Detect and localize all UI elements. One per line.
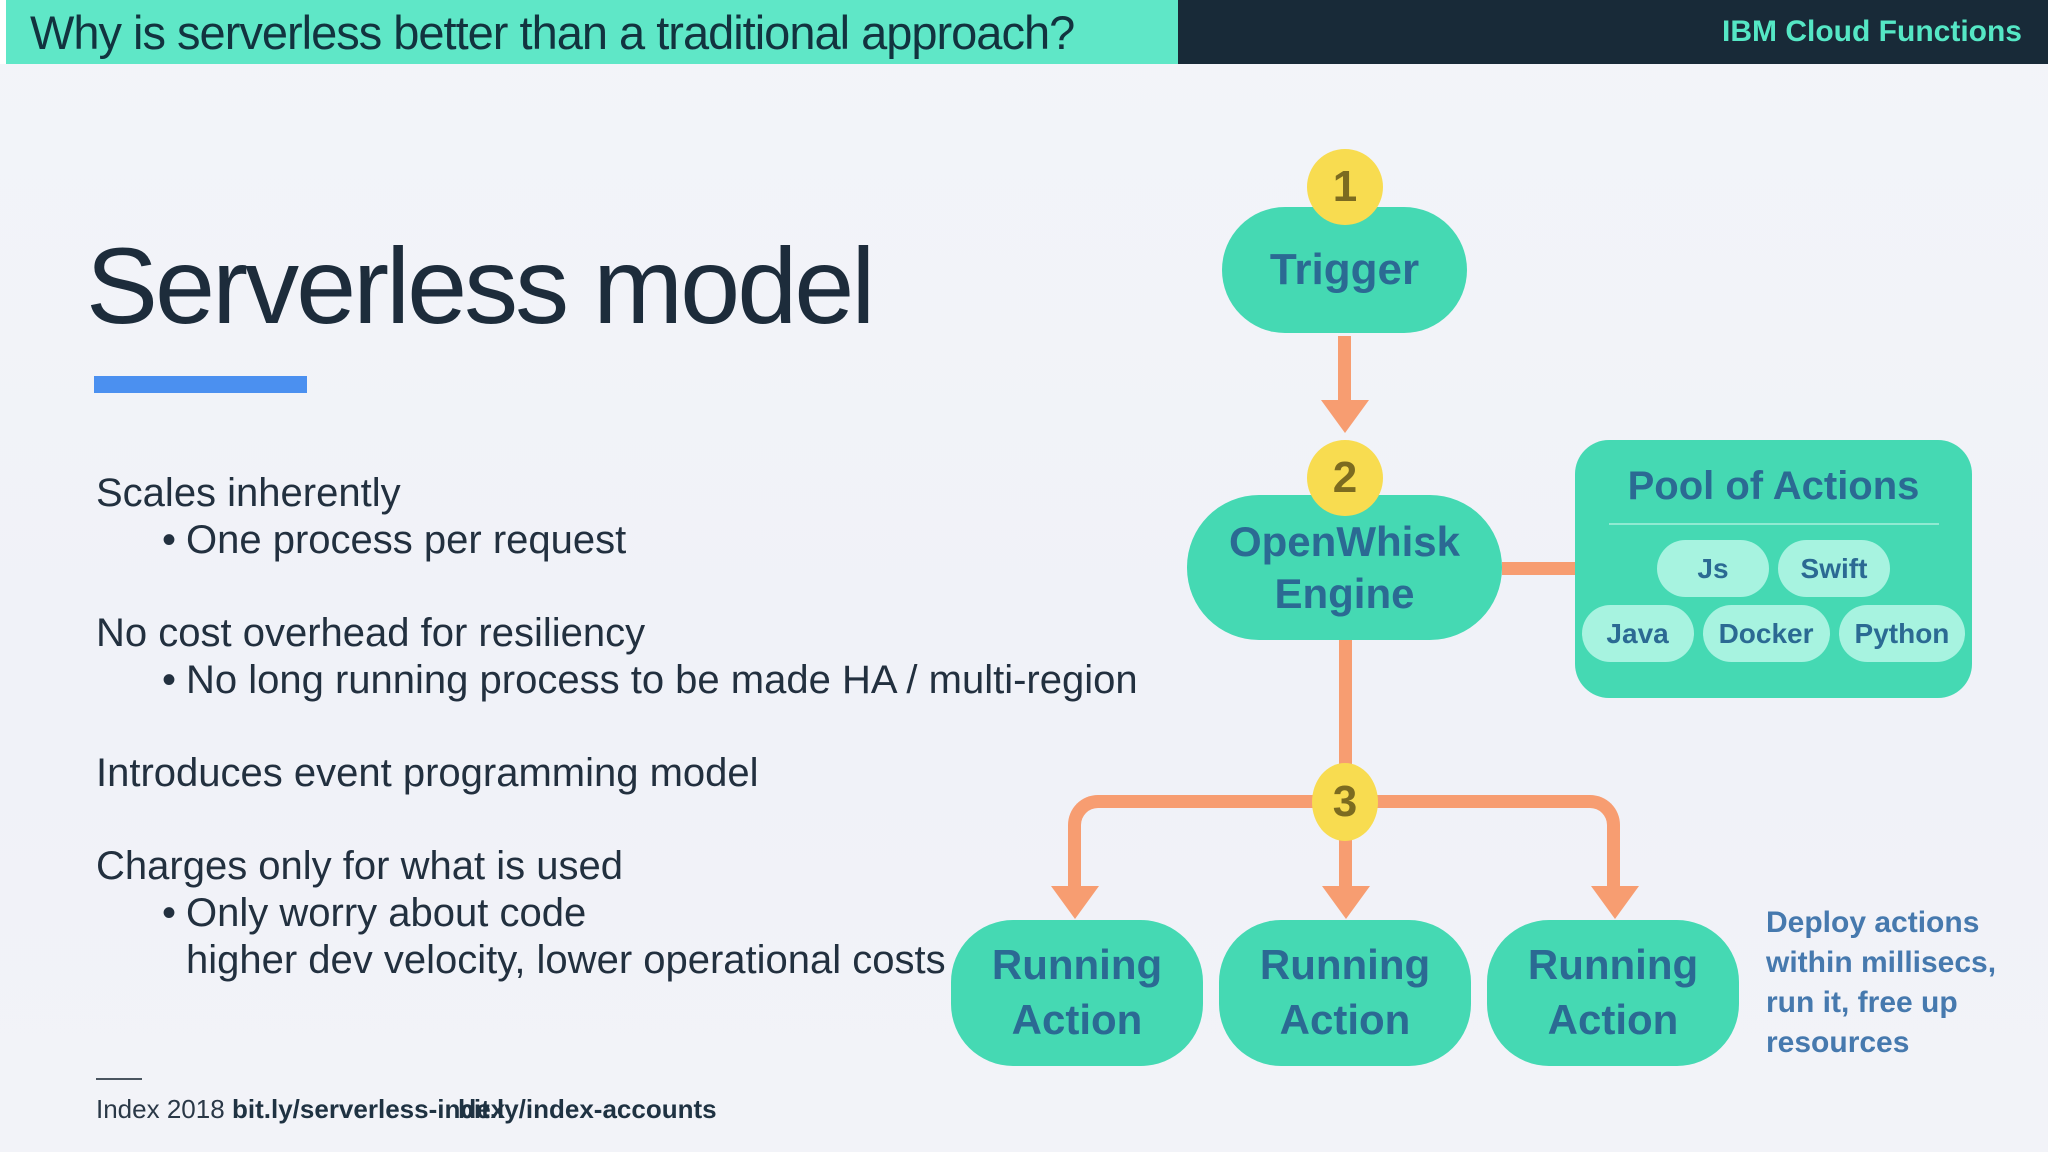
deploy-note-line: resources [1766, 1026, 1910, 1059]
bullet-item: • One process per request [96, 517, 1156, 564]
bullet-item: • Only worry about code [96, 890, 1156, 937]
openwhisk-engine-node: OpenWhisk Engine [1187, 495, 1502, 640]
connector-engine-to-pool [1502, 562, 1578, 575]
point-group: Charges only for what is used • Only wor… [96, 843, 1156, 984]
running-label-line1: Running [991, 941, 1163, 989]
trigger-node: Trigger [1222, 207, 1467, 333]
point-group: Introduces event programming model [96, 750, 1156, 797]
pool-pill-java: Java [1581, 605, 1694, 662]
step-circle-1: 1 [1307, 149, 1383, 225]
footer-link-serverless-index: bit.ly/serverless-index [232, 1094, 506, 1124]
bullet-dot: • [161, 658, 176, 702]
running-label-line1: Running [1527, 941, 1699, 989]
arrow-head-middle-action [1322, 886, 1370, 919]
pool-divider [1608, 523, 1939, 525]
arrow-line-trigger-to-engine [1338, 336, 1351, 402]
point-heading: No cost overhead for resiliency [96, 611, 646, 655]
pool-title: Pool of Actions [1627, 464, 1920, 508]
footer-label: Index 2018 [96, 1094, 225, 1124]
running-action-node-1: Running Action [951, 920, 1203, 1066]
slide-question: Why is serverless better than a traditio… [30, 5, 1075, 59]
point-group: No cost overhead for resiliency • No lon… [96, 610, 1156, 704]
pool-pill-python: Python [1838, 605, 1966, 662]
footer-rule [96, 1078, 142, 1080]
point-heading: Introduces event programming model [96, 751, 759, 795]
deploy-note-line: within millisecs, [1766, 946, 1997, 979]
bullet-dot: • [161, 891, 176, 935]
bullet-text: Only worry about code [186, 891, 587, 935]
page-title: Serverless model [86, 225, 875, 346]
step-number-1: 1 [1332, 162, 1358, 211]
step-circle-2: 2 [1307, 440, 1383, 516]
point-heading: Charges only for what is used [96, 844, 623, 888]
bullet-list: Scales inherently • One process per requ… [96, 470, 1156, 1030]
pool-pill-docker: Docker [1702, 605, 1830, 662]
point-group: Scales inherently • One process per requ… [96, 470, 1156, 564]
engine-label-line2: Engine [1274, 569, 1415, 617]
running-label-line2: Action [1011, 996, 1143, 1043]
branch-elbow-left [1068, 795, 1346, 890]
pool-pill-row-1: Js Swift [1575, 540, 1972, 597]
bullet-continuation-text: higher dev velocity, lower operational c… [186, 938, 946, 982]
pool-pill-swift: Swift [1778, 540, 1890, 597]
deploy-note-line: Deploy actions [1766, 906, 1980, 939]
deploy-note: Deploy actions within millisecs, run it,… [1766, 903, 2038, 1063]
bullet-dot: • [161, 518, 176, 562]
running-action-node-3: Running Action [1487, 920, 1739, 1066]
running-action-node-2: Running Action [1219, 920, 1471, 1066]
top-bar-brand-section: IBM Cloud Functions [1178, 0, 2048, 64]
step-circle-3: 3 [1312, 763, 1378, 841]
deploy-note-line: run it, free up [1766, 986, 1958, 1019]
running-label-line1: Running [1259, 941, 1431, 989]
step-number-2: 2 [1332, 453, 1358, 502]
branch-elbow-right [1345, 795, 1620, 890]
pool-of-actions-panel: Pool of Actions Js Swift Java Docker Pyt… [1575, 440, 1972, 698]
top-bar-question-section: Why is serverless better than a traditio… [6, 0, 1178, 64]
arrow-head-trigger-to-engine [1321, 400, 1369, 433]
bullet-text: No long running process to be made HA / … [186, 658, 1138, 702]
top-bar: Why is serverless better than a traditio… [0, 0, 2048, 64]
point-heading: Scales inherently [96, 471, 401, 515]
title-accent-bar [94, 376, 307, 393]
pool-pill-row-2: Java Docker Python [1575, 605, 1972, 662]
engine-label-line1: OpenWhisk [1228, 518, 1461, 566]
brand-label: IBM Cloud Functions [1722, 15, 2022, 48]
bullet-item: • No long running process to be made HA … [96, 657, 1156, 704]
bullet-text: One process per request [186, 518, 627, 562]
footer-link-index-accounts: bit.ly/index-accounts [458, 1094, 717, 1124]
arrow-head-left-action [1051, 886, 1099, 919]
arrow-head-right-action [1591, 886, 1639, 919]
running-label-line2: Action [1547, 996, 1679, 1043]
pool-pill-js: Js [1657, 540, 1769, 597]
trigger-label: Trigger [1269, 245, 1420, 294]
running-label-line2: Action [1279, 996, 1411, 1043]
step-number-3: 3 [1332, 777, 1358, 826]
